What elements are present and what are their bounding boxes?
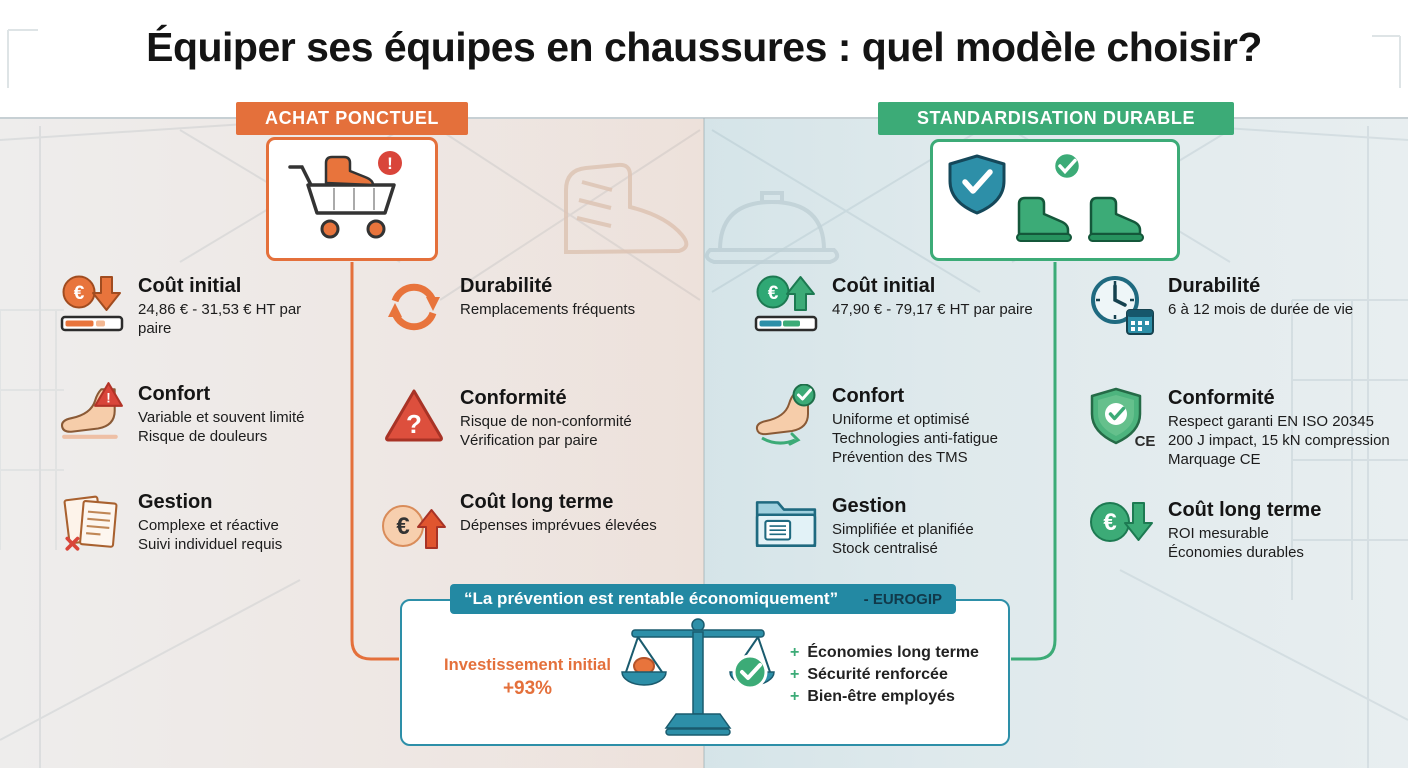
benefit-text: Économies long terme bbox=[807, 644, 979, 661]
feature-title: Conformité bbox=[460, 387, 567, 409]
feature-title: Gestion bbox=[832, 495, 907, 517]
benefit-item: + Sécurité renforcée bbox=[790, 666, 979, 684]
quote-source: - EUROGIP bbox=[863, 590, 942, 608]
feature-title: Coût initial bbox=[832, 275, 936, 297]
feature-title: Conformité bbox=[1168, 387, 1275, 409]
header-rule bbox=[0, 117, 1408, 119]
svg-text:€: € bbox=[396, 513, 409, 540]
clock-calendar-icon bbox=[1086, 274, 1158, 336]
feature-sd-cout-long-terme: € Coût long terme ROI mesurable Économie… bbox=[1086, 498, 1408, 563]
euro-coin-down-icon: € bbox=[56, 274, 128, 334]
feature-line: Risque de non-conformité bbox=[460, 413, 632, 430]
svg-text:!: ! bbox=[106, 391, 110, 406]
shield-boots-check-icon bbox=[948, 151, 1144, 242]
feature-line: 24,86 € - 31,53 € HT par paire bbox=[138, 301, 302, 337]
feature-line: Prévention des TMS bbox=[832, 448, 968, 466]
feature-ap-cout-long-terme: € Coût long terme Dépenses imprévues éle… bbox=[378, 490, 675, 552]
cart-boot-alert-icon: ! bbox=[288, 151, 402, 239]
feature-title: Confort bbox=[832, 385, 905, 407]
feature-title: Durabilité bbox=[1168, 275, 1261, 297]
benefit-text: Sécurité renforcée bbox=[807, 666, 948, 683]
feature-line: Complexe et réactive bbox=[138, 517, 279, 534]
feature-line: Uniforme et optimisé bbox=[832, 411, 970, 428]
foot-warning-icon: ! bbox=[56, 382, 128, 442]
shield-ce-icon: CE bbox=[1086, 386, 1158, 450]
feature-line: Dépenses imprévues élevées bbox=[460, 517, 657, 534]
header-achat-ponctuel: ACHAT PONCTUEL bbox=[236, 102, 468, 135]
svg-text:!: ! bbox=[387, 154, 393, 173]
achat-ponctuel-hero: ! bbox=[266, 137, 438, 261]
page-title: Équiper ses équipes en chaussures : quel… bbox=[146, 24, 1262, 70]
feature-title: Confort bbox=[138, 383, 211, 405]
feature-line: 6 à 12 mois de durée de vie bbox=[1168, 301, 1354, 318]
plus-icon: + bbox=[790, 644, 800, 661]
feature-ap-durabilite: Durabilité Remplacements fréquents bbox=[378, 274, 675, 338]
svg-text:?: ? bbox=[406, 409, 422, 439]
refresh-arrows-icon bbox=[378, 274, 450, 338]
ghost-boot-icon bbox=[564, 162, 689, 254]
feature-sd-confort: Confort Uniforme et optimisé Technologie… bbox=[750, 384, 1037, 468]
euro-coin-up-icon: € bbox=[750, 274, 822, 334]
euro-arrow-down-icon: € bbox=[1086, 498, 1158, 560]
feature-ap-gestion: Gestion Complexe et réactive Suivi indiv… bbox=[56, 490, 333, 555]
feature-title: Coût long terme bbox=[460, 491, 614, 513]
feature-line: Variable et souvent limité bbox=[138, 409, 305, 426]
feature-sd-gestion: Gestion Simplifiée et planifiée Stock ce… bbox=[750, 494, 1037, 559]
center-divider bbox=[703, 118, 705, 768]
feature-title: Gestion bbox=[138, 491, 213, 513]
benefit-text: Bien-être employés bbox=[807, 688, 955, 705]
feature-line: ROI mesurable bbox=[1168, 525, 1269, 542]
benefit-item: + Bien-être employés bbox=[790, 688, 979, 706]
investment-label: Investissement initial bbox=[444, 656, 611, 674]
benefits-list: + Économies long terme + Sécurité renfor… bbox=[790, 644, 979, 710]
feature-sd-cout-initial: € Coût initial 47,90 € - 79,17 € HT par … bbox=[750, 274, 1037, 334]
feature-line: Vérification par paire bbox=[460, 431, 598, 449]
svg-text:€: € bbox=[768, 283, 779, 304]
quote-text: “La prévention est rentable économiqueme… bbox=[464, 589, 839, 608]
feature-line: Suivi individuel requis bbox=[138, 535, 283, 553]
feature-line: Technologies anti-fatigue bbox=[832, 429, 998, 447]
feature-ap-conformite: ? Conformité Risque de non-conformité Vé… bbox=[378, 386, 675, 451]
feature-line: Économies durables bbox=[1168, 543, 1304, 561]
quote-banner: “La prévention est rentable économiqueme… bbox=[450, 584, 956, 614]
feature-line: 47,90 € - 79,17 € HT par paire bbox=[832, 301, 1033, 318]
feature-ap-cout-initial: € Coût initial 24,86 € - 31,53 € HT par … bbox=[56, 274, 333, 339]
feature-title: Coût initial bbox=[138, 275, 242, 297]
folder-list-icon bbox=[750, 494, 822, 552]
feature-title: Coût long terme bbox=[1168, 499, 1322, 521]
documents-icon bbox=[56, 490, 128, 554]
plus-icon: + bbox=[790, 666, 800, 683]
feature-sd-durabilite: Durabilité 6 à 12 mois de durée de vie bbox=[1086, 274, 1408, 336]
feature-sd-conformite: CE Conformité Respect garanti EN ISO 203… bbox=[1086, 386, 1408, 470]
feature-line: Risque de douleurs bbox=[138, 427, 268, 445]
standardisation-hero bbox=[930, 139, 1180, 261]
header-standardisation-durable: STANDARDISATION DURABLE bbox=[878, 102, 1234, 135]
scale-check-icon bbox=[732, 654, 768, 690]
feature-line: Remplacements fréquents bbox=[460, 301, 636, 318]
balance-scale-icon bbox=[618, 610, 778, 747]
feature-ap-confort: ! Confort Variable et souvent limité Ris… bbox=[56, 382, 333, 447]
feature-line: Stock centralisé bbox=[832, 539, 938, 557]
svg-text:€: € bbox=[1103, 509, 1116, 536]
feature-line: Respect garanti EN ISO 20345 bbox=[1168, 413, 1374, 430]
svg-text:€: € bbox=[74, 283, 85, 304]
euro-arrow-up-icon: € bbox=[378, 490, 450, 552]
feature-title: Durabilité bbox=[460, 275, 553, 297]
ghost-helmet-icon bbox=[704, 191, 840, 264]
plus-icon: + bbox=[790, 688, 800, 705]
svg-text:CE: CE bbox=[1135, 433, 1155, 450]
investment-value: +93% bbox=[502, 678, 553, 699]
warning-question-icon: ? bbox=[378, 386, 450, 444]
investment-block: Investissement initial +93% bbox=[430, 656, 625, 700]
benefit-item: + Économies long terme bbox=[790, 644, 979, 662]
feature-line: Marquage CE bbox=[1168, 450, 1261, 468]
foot-check-icon bbox=[750, 384, 822, 446]
feature-line: Simplifiée et planifiée bbox=[832, 521, 974, 538]
feature-line: 200 J impact, 15 kN compression bbox=[1168, 431, 1390, 449]
